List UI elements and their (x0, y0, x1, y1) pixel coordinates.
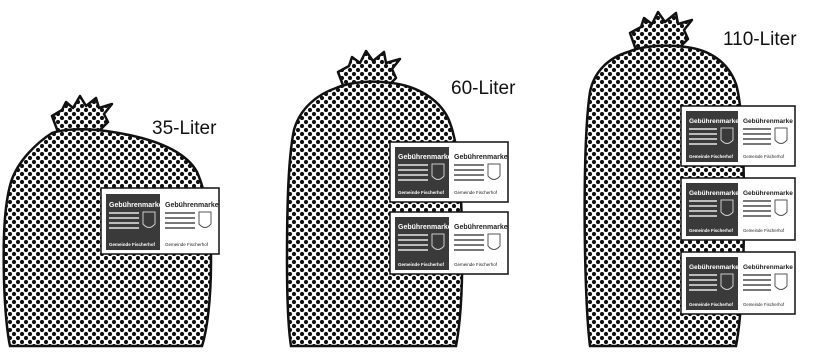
stamp-left-footer: Gemeinde Fischerhof (689, 228, 734, 233)
fee-stamp: Gebührenmarke Gemeinde Fischerhof Gebühr… (681, 178, 795, 240)
stamp-right-title: Gebührenmarke (454, 154, 508, 161)
bag-35-size-label: 35-Liter (152, 118, 216, 140)
bag-110-size-label: 110-Liter (723, 29, 797, 51)
stamp-right-footer: Gemeinde Fischerhof (454, 190, 498, 195)
stamp-right-title: Gebührenmarke (743, 118, 793, 125)
stamp-left-footer: Gemeinde Fischerhof (398, 190, 445, 195)
stamp-left-footer: Gemeinde Fischerhof (109, 242, 156, 247)
stamp-left-title: Gebührenmarke (689, 118, 739, 125)
stamp-left-title: Gebührenmarke (689, 190, 739, 197)
bag-110-tie (630, 12, 692, 50)
stamp-left-title: Gebührenmarke (398, 224, 452, 231)
stamp-right-title: Gebührenmarke (454, 224, 508, 231)
fee-stamp: Gebührenmarke Gemeinde Fischerhof Gebühr… (390, 212, 508, 274)
stamp-right-title: Gebührenmarke (743, 190, 793, 197)
fee-stamp: Gebührenmarke Gemeinde Fischerhof Gebühr… (681, 252, 795, 314)
stamp-right-footer: Gemeinde Fischerhof (743, 302, 785, 307)
stamp-left-footer: Gemeinde Fischerhof (689, 302, 734, 307)
stamp-right-footer: Gemeinde Fischerhof (743, 228, 785, 233)
stamp-right-title: Gebührenmarke (165, 202, 219, 209)
stamp-right-footer: Gemeinde Fischerhof (165, 242, 209, 247)
stamp-left-title: Gebührenmarke (689, 264, 739, 271)
bag-110-liter: Gebührenmarke Gemeinde Fischerhof Gebühr… (585, 12, 795, 346)
stamp-left-footer: Gemeinde Fischerhof (689, 154, 734, 159)
fee-stamp: Gebührenmarke Gemeinde Fischerhof Gebühr… (681, 106, 795, 166)
bag-60-size-label: 60-Liter (451, 78, 515, 100)
fee-stamp: Gebührenmarke Gemeinde Fischerhof Gebühr… (390, 142, 508, 202)
stamp-right-footer: Gemeinde Fischerhof (454, 262, 498, 267)
stamp-right-title: Gebührenmarke (743, 264, 793, 271)
stamp-left-title: Gebührenmarke (398, 154, 452, 161)
stamp-left-footer: Gemeinde Fischerhof (398, 262, 445, 267)
bag-35-tie (52, 96, 112, 132)
fee-stamp: Gebührenmarke Gemeinde Fischerhof Gebühr… (101, 188, 219, 254)
stamp-right-footer: Gemeinde Fischerhof (743, 154, 785, 159)
stamp-left-title: Gebührenmarke (109, 202, 163, 209)
